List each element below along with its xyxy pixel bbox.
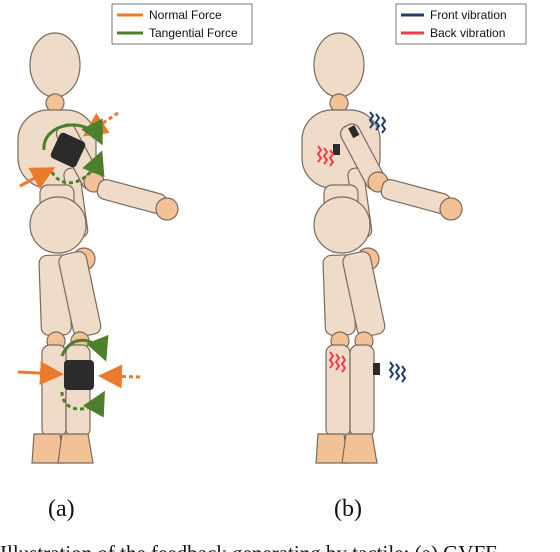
panel-label-b: (b) <box>334 496 362 522</box>
back-vibration-arm <box>316 145 335 167</box>
front-vibration-arm <box>368 111 387 134</box>
tangential-force-arc-arm-bottom <box>50 150 105 185</box>
arm-haptic-device-a <box>50 132 86 168</box>
figure-caption: Illustration of the feedback generating … <box>0 541 497 552</box>
legend-back-vibration-label: Back vibration <box>430 26 505 40</box>
normal-force-arrow-arm-left <box>19 167 56 190</box>
front-vibration-leg <box>388 361 407 383</box>
back-vibration-leg <box>328 351 347 373</box>
legend-a: Normal Force Tangential Force <box>111 3 253 45</box>
normal-force-arrow-leg-left <box>17 361 64 386</box>
leg-band-front-b <box>373 363 380 375</box>
panel-b: Front vibration Back vibration (b) <box>301 3 527 522</box>
panel-label-a: (a) <box>48 496 75 522</box>
arm-band-front-b <box>348 125 360 139</box>
legend-b: Front vibration Back vibration <box>395 3 527 45</box>
tangential-force-arc-leg-top <box>60 334 109 362</box>
legend-normal-force-label: Normal Force <box>149 8 222 22</box>
legend-tangential-force-label: Tangential Force <box>149 26 238 40</box>
arm-band-back-b <box>333 144 340 155</box>
mannequin-figure-a <box>17 32 179 464</box>
legend-front-vibration-label: Front vibration <box>430 8 507 22</box>
normal-force-arrow-leg-right <box>98 364 141 389</box>
panel-a: Normal Force Tangential Force (a) <box>17 3 253 522</box>
leg-haptic-device-a <box>64 360 94 390</box>
tangential-force-arc-arm-top <box>42 118 103 151</box>
mannequin-figure-b <box>301 32 463 464</box>
